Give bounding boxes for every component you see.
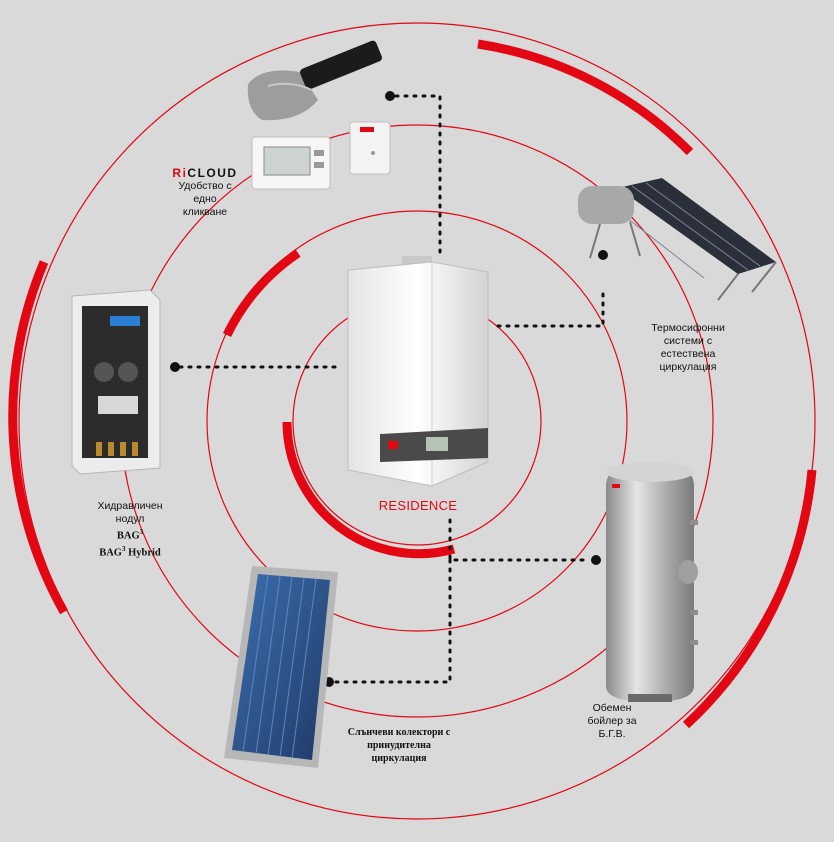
arc-outer-bottom-right bbox=[682, 469, 817, 729]
boiler-label: Обемен бойлер за Б.Г.В. bbox=[587, 702, 637, 740]
arc-mid-left bbox=[222, 249, 301, 337]
accent-arcs bbox=[8, 39, 817, 729]
connectors bbox=[178, 94, 605, 684]
ricloud-label: RiCLOUD Удобство с едно кликване bbox=[160, 167, 250, 219]
arc-outer-top-right bbox=[477, 39, 694, 156]
solar-collector-label: Слънчеви колектори с принудителна циркул… bbox=[347, 727, 451, 764]
connector-endpoints bbox=[170, 91, 608, 687]
orbit-rings bbox=[18, 22, 816, 820]
arc-inner-bottom bbox=[282, 421, 456, 559]
residence-label: RESIDENCE bbox=[378, 498, 458, 513]
boiler-icon bbox=[347, 256, 489, 487]
wireless-receiver-icon bbox=[349, 121, 391, 175]
storage-tank-icon bbox=[606, 462, 698, 702]
ricloud-brand: RiCLOUD bbox=[172, 166, 238, 180]
solar-collector-icon bbox=[224, 566, 338, 768]
thermostat-icon bbox=[251, 136, 331, 190]
hydraulic-module-icon bbox=[71, 289, 161, 475]
hydraulic-module-label: Хидравличен нодул BAG3 BAG3 Hybrid bbox=[97, 500, 163, 558]
smartphone-icon bbox=[247, 40, 382, 121]
arc-outer-left bbox=[8, 260, 68, 615]
thermosiphon-icon bbox=[578, 178, 777, 301]
thermosiphon-label: Термосифонни системи с естествена циркул… bbox=[651, 322, 725, 373]
